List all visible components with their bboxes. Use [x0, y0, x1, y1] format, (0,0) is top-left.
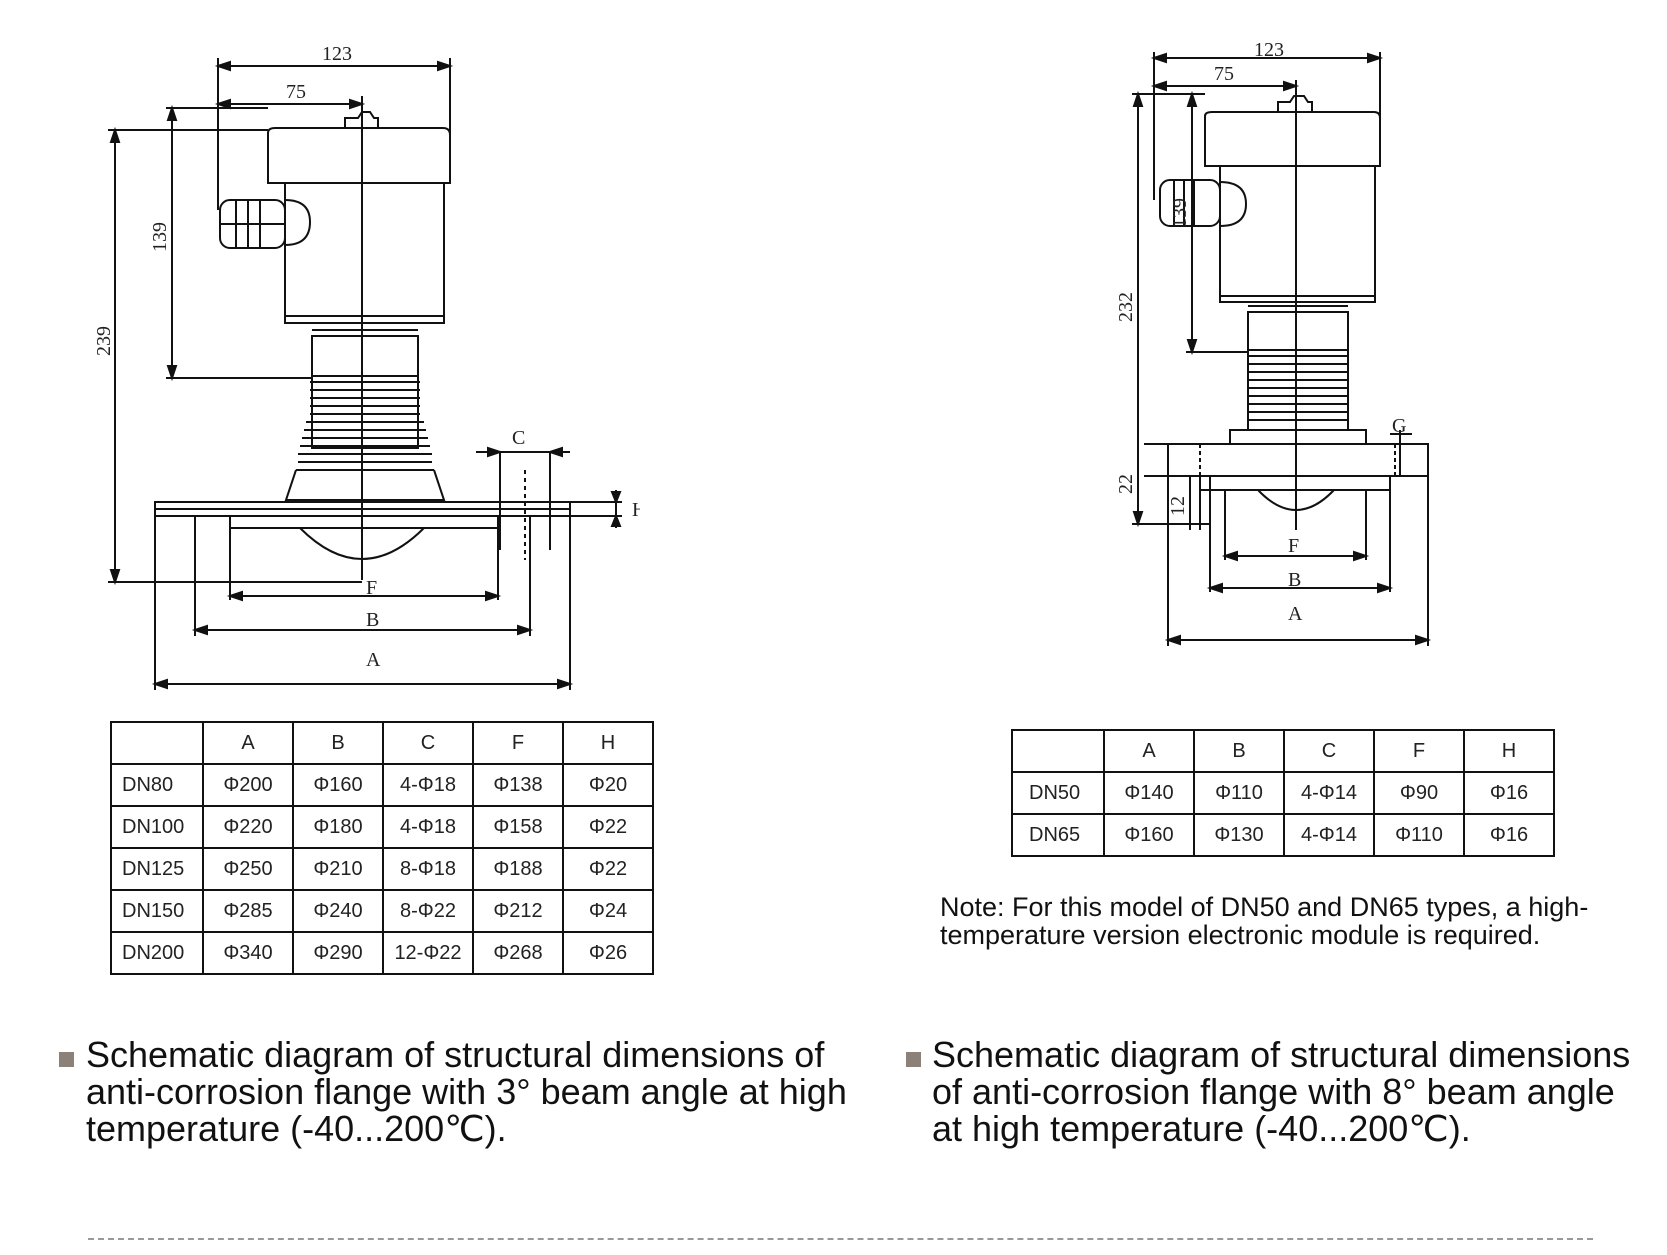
table-cell: Φ212 — [472, 889, 564, 933]
table-cell: Φ90 — [1373, 771, 1465, 815]
dim-b-label: B — [366, 609, 379, 631]
dim-c-label: C — [512, 427, 525, 449]
table-cell: 4-Φ18 — [382, 805, 474, 849]
table-cell: Φ200 — [202, 763, 294, 807]
table-header-cell: B — [292, 721, 384, 765]
table-cell: DN80 — [110, 763, 204, 807]
table-header-cell: H — [1463, 729, 1555, 773]
table-cell: Φ130 — [1193, 813, 1285, 857]
table-cell: DN50 — [1011, 771, 1105, 815]
dim-123-label: 123 — [322, 43, 352, 65]
dim-75-label: 75 — [286, 81, 306, 103]
table-header-cell: A — [202, 721, 294, 765]
table-cell: 8-Φ22 — [382, 889, 474, 933]
dim-139-label: 139 — [149, 222, 171, 252]
table-row: DN50 Φ140 Φ110 4-Φ14 Φ90 Φ16 — [1011, 771, 1555, 815]
r-dim-a-label: A — [1288, 603, 1303, 625]
left-caption: Schematic diagram of structural dimensio… — [86, 1036, 876, 1147]
table-row: DN80 Φ200 Φ160 4-Φ18 Φ138 Φ20 — [110, 763, 654, 807]
table-header-cell: A — [1103, 729, 1195, 773]
table-row: DN125 Φ250 Φ210 8-Φ18 Φ188 Φ22 — [110, 847, 654, 891]
table-cell: Φ210 — [292, 847, 384, 891]
left-caption-text: Schematic diagram of structural dimensio… — [86, 1034, 847, 1149]
dim-239-label: 239 — [93, 326, 115, 356]
table-header-row: A B C F H — [110, 721, 654, 765]
table-cell: Φ250 — [202, 847, 294, 891]
table-header-cell: C — [1283, 729, 1375, 773]
table-cell: Φ22 — [562, 805, 654, 849]
r-dim-232-label: 232 — [1115, 292, 1137, 322]
table-cell: 12-Φ22 — [382, 931, 474, 975]
table-cell: Φ240 — [292, 889, 384, 933]
table-header-cell: B — [1193, 729, 1285, 773]
table-cell: Φ16 — [1463, 813, 1555, 857]
r-dim-22-label: 22 — [1115, 474, 1137, 494]
left-dimension-drawing: 123 75 139 239 C H F B A — [0, 0, 640, 700]
table-row: DN100 Φ220 Φ180 4-Φ18 Φ158 Φ22 — [110, 805, 654, 849]
r-dim-b-label: B — [1288, 569, 1301, 591]
table-cell: DN200 — [110, 931, 204, 975]
table-cell: 8-Φ18 — [382, 847, 474, 891]
table-cell: Φ138 — [472, 763, 564, 807]
table-cell: Φ180 — [292, 805, 384, 849]
table-cell: 4-Φ18 — [382, 763, 474, 807]
table-cell: Φ110 — [1373, 813, 1465, 857]
high-temperature-note: Note: For this model of DN50 and DN65 ty… — [940, 892, 1589, 950]
r-dim-12-label: 12 — [1167, 496, 1189, 516]
dim-a-label: A — [366, 649, 381, 671]
table-cell: Φ285 — [202, 889, 294, 933]
table-row: DN200 Φ340 Φ290 12-Φ22 Φ268 Φ26 — [110, 931, 654, 975]
table-cell: Φ188 — [472, 847, 564, 891]
table-cell: DN150 — [110, 889, 204, 933]
table-header-cell: F — [1373, 729, 1465, 773]
table-cell: Φ340 — [202, 931, 294, 975]
table-cell: Φ160 — [292, 763, 384, 807]
table-cell: Φ220 — [202, 805, 294, 849]
table-header-cell: F — [472, 721, 564, 765]
table-cell: Φ22 — [562, 847, 654, 891]
table-header-row: A B C F H — [1011, 729, 1555, 773]
table-row: DN65 Φ160 Φ130 4-Φ14 Φ110 Φ16 — [1011, 813, 1555, 857]
table-cell: Φ26 — [562, 931, 654, 975]
table-cell: 4-Φ14 — [1283, 771, 1375, 815]
table-header-cell — [1011, 729, 1105, 773]
dashed-divider — [88, 1238, 1593, 1240]
right-dimension-table: A B C F H DN50 Φ140 Φ110 4-Φ14 Φ90 Φ16 D… — [1011, 729, 1555, 857]
table-cell: DN125 — [110, 847, 204, 891]
right-dimension-drawing: 123 75 139 232 22 12 G F B A — [1050, 0, 1490, 660]
table-header-cell: C — [382, 721, 474, 765]
table-cell: DN65 — [1011, 813, 1105, 857]
table-cell: Φ24 — [562, 889, 654, 933]
r-dim-75-label: 75 — [1214, 63, 1234, 85]
table-cell: Φ160 — [1103, 813, 1195, 857]
right-caption: Schematic diagram of structural dimensio… — [932, 1036, 1642, 1147]
r-dim-139-label: 139 — [1169, 198, 1191, 228]
table-cell: Φ16 — [1463, 771, 1555, 815]
table-row: DN150 Φ285 Φ240 8-Φ22 Φ212 Φ24 — [110, 889, 654, 933]
r-dim-f-label: F — [1288, 535, 1299, 557]
table-cell: Φ110 — [1193, 771, 1285, 815]
dim-f-label: F — [366, 577, 377, 599]
r-dim-g-label: G — [1392, 415, 1406, 437]
left-caption-bullet-icon — [59, 1052, 74, 1067]
table-cell: Φ290 — [292, 931, 384, 975]
r-dim-123-label: 123 — [1254, 39, 1284, 61]
right-caption-text: Schematic diagram of structural dimensio… — [932, 1034, 1631, 1149]
table-header-cell — [110, 721, 204, 765]
table-cell: DN100 — [110, 805, 204, 849]
table-cell: Φ20 — [562, 763, 654, 807]
dim-h-label: H — [632, 499, 640, 521]
table-cell: 4-Φ14 — [1283, 813, 1375, 857]
table-header-cell: H — [562, 721, 654, 765]
right-caption-bullet-icon — [906, 1052, 921, 1067]
table-cell: Φ268 — [472, 931, 564, 975]
table-cell: Φ158 — [472, 805, 564, 849]
table-cell: Φ140 — [1103, 771, 1195, 815]
left-dimension-table: A B C F H DN80 Φ200 Φ160 4-Φ18 Φ138 Φ20 … — [110, 721, 654, 975]
